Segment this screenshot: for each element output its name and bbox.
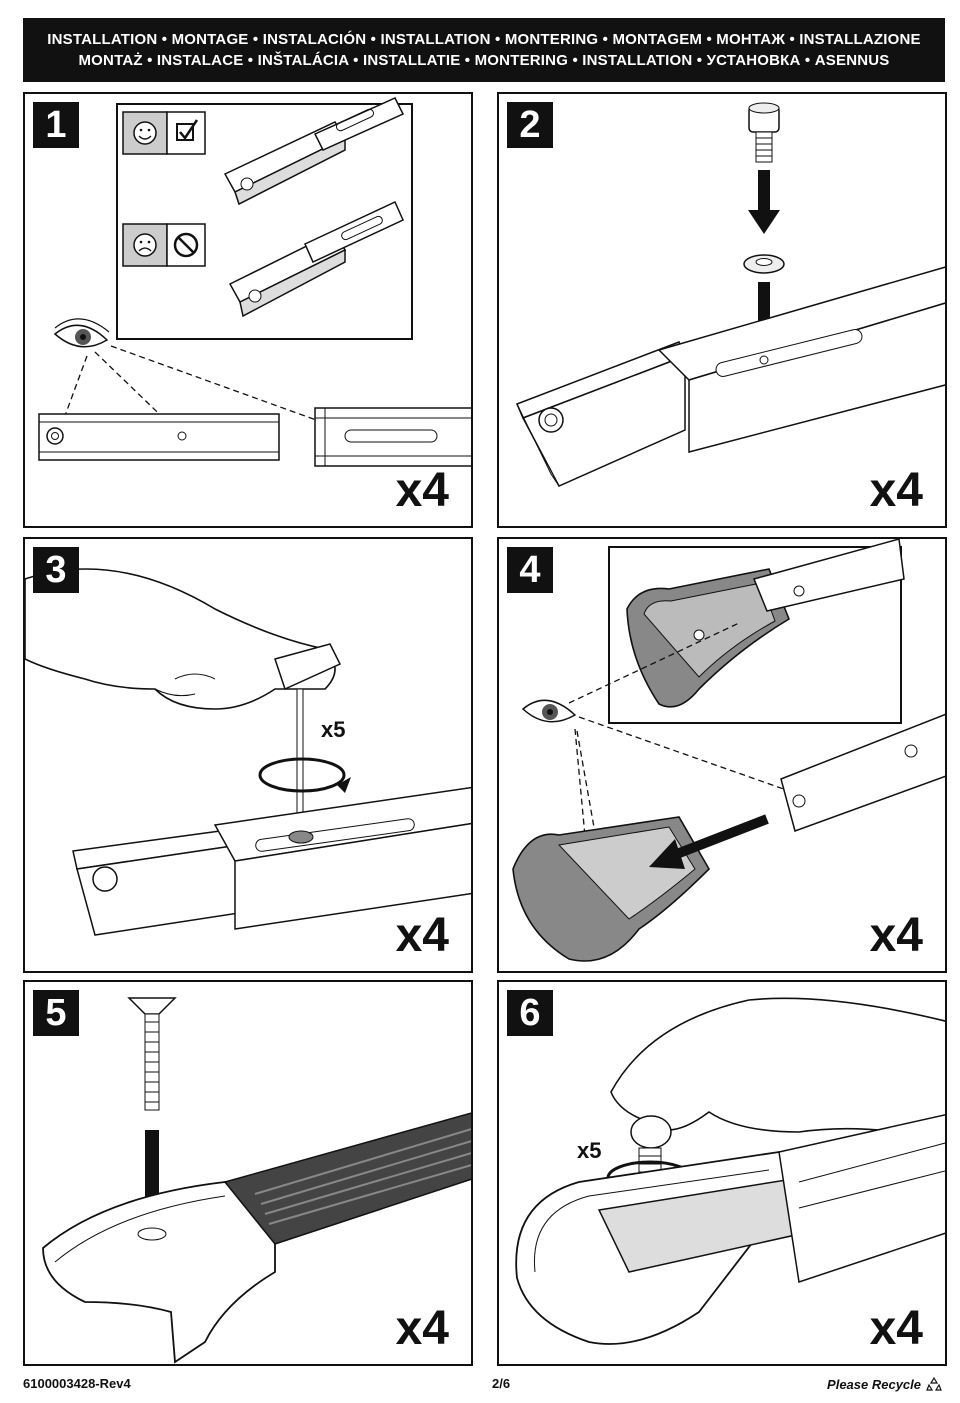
foot-end-cover <box>42 1112 471 1364</box>
foot-assembly <box>515 1114 945 1345</box>
step-6-panel: 6 x5 x4 <box>497 980 947 1366</box>
telescopic-bar <box>72 786 471 936</box>
step-2-illustration <box>516 102 945 487</box>
step-3-panel: 3 x5 x4 <box>23 537 473 973</box>
foot-cover-detail <box>626 539 905 708</box>
step-number: 6 <box>507 990 553 1036</box>
eye-icon <box>53 318 110 348</box>
arrow-down-icon <box>748 170 780 234</box>
recycle-label: Please Recycle <box>827 1376 921 1392</box>
eye-icon <box>521 699 577 723</box>
part-number: 6100003428-Rev4 <box>23 1376 131 1391</box>
telescopic-bar <box>516 266 945 487</box>
step-number: 2 <box>507 102 553 148</box>
step-number: 4 <box>507 547 553 593</box>
instructions-header: INSTALLATION • MONTAGE • INSTALACIÓN • I… <box>23 18 945 82</box>
detail-inset <box>116 103 413 340</box>
telescopic-bar <box>780 713 945 832</box>
sad-face-icon <box>122 223 168 267</box>
recycle-note: Please Recycle <box>827 1376 942 1392</box>
step-2-panel: 2 <box>497 92 947 528</box>
header-line-2: MONTAŻ • INSTALACE • INŠTALÁCIA • INSTAL… <box>78 52 890 69</box>
smiley-icon <box>122 111 168 155</box>
step-4-panel: 4 x4 <box>497 537 947 973</box>
quantity-label: x4 <box>395 909 449 962</box>
quantity-label: x4 <box>869 1302 923 1355</box>
step-number: 5 <box>33 990 79 1036</box>
foot-cover <box>512 816 710 962</box>
telescopic-bar-correct <box>223 97 405 206</box>
prohibited-icon <box>166 223 206 267</box>
arrow-left-icon <box>649 814 769 869</box>
step-3-illustration: x5 <box>25 568 471 936</box>
quantity-label: x4 <box>395 1302 449 1355</box>
hand-icon <box>25 568 336 710</box>
step-number: 3 <box>33 547 79 593</box>
bolt-icon <box>748 102 780 163</box>
page-number: 2/6 <box>492 1376 511 1391</box>
checkbox-checked-icon <box>166 111 206 155</box>
bar-side-view <box>38 407 471 467</box>
rotate-arrow-icon <box>258 757 351 793</box>
recycle-icon <box>926 1376 942 1391</box>
step-6-illustration: x5 <box>515 997 945 1345</box>
quantity-label: x4 <box>869 464 923 517</box>
header-line-1: INSTALLATION • MONTAGE • INSTALACIÓN • I… <box>47 31 921 48</box>
step-4-illustration <box>512 539 945 962</box>
quantity-label: x4 <box>869 909 923 962</box>
detail-inset <box>608 546 902 724</box>
step-1-illustration <box>38 97 471 467</box>
telescopic-bar-incorrect <box>228 200 404 318</box>
turns-label: x5 <box>577 1138 601 1163</box>
countersunk-screw-icon <box>127 997 177 1111</box>
step-5-illustration <box>42 997 471 1364</box>
turns-label: x5 <box>321 717 345 742</box>
step-5-panel: 5 x4 <box>23 980 473 1366</box>
washer-icon <box>743 254 785 274</box>
step-1-panel: 1 <box>23 92 473 528</box>
quantity-label: x4 <box>395 464 449 517</box>
step-number: 1 <box>33 102 79 148</box>
